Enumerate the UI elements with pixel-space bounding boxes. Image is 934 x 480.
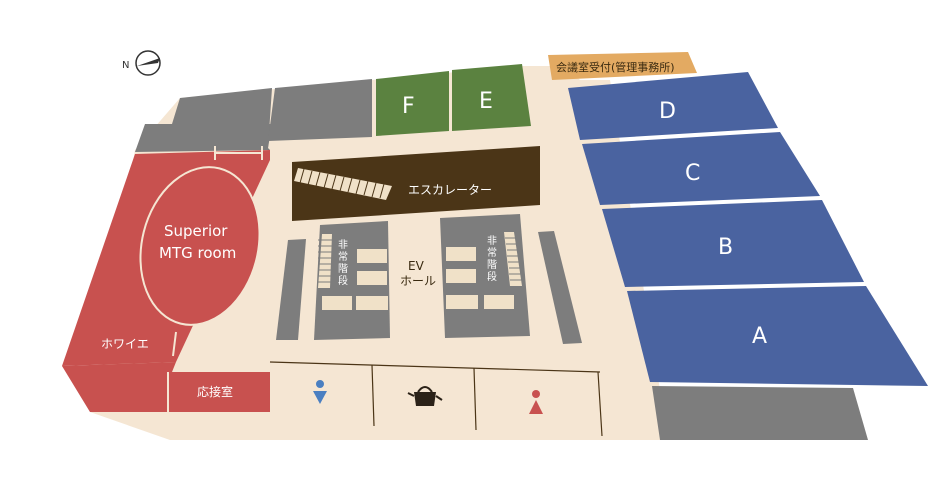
superior-mtg-room[interactable]: [124, 154, 275, 337]
stairs-right-char-2: 常: [487, 246, 497, 259]
room-D-label: D: [659, 99, 676, 124]
elevator-left-3: [322, 296, 352, 310]
room-B-label: B: [718, 235, 733, 260]
room-F[interactable]: [376, 71, 449, 136]
kettle-icon: [407, 386, 443, 406]
room-A[interactable]: [627, 286, 928, 386]
male-toilet-icon: [313, 380, 327, 404]
elevator-right-3: [446, 295, 478, 309]
foyer-lower: [62, 362, 270, 412]
meeting-reception-label: 会議室受付(管理事務所): [556, 60, 675, 74]
room-E-label: E: [479, 89, 493, 114]
female-toilet-icon: [529, 390, 543, 414]
room-B[interactable]: [602, 200, 864, 287]
elevator-left-1: [357, 249, 387, 263]
superior-room-line1: Superior: [164, 222, 228, 240]
elevator-right-4: [484, 295, 514, 309]
pillar-right: [538, 231, 582, 344]
stairs-left-char-1: 非: [338, 239, 348, 251]
stairs-right-char-4: 段: [487, 270, 497, 283]
compass-icon: [135, 50, 161, 76]
room-D[interactable]: [568, 72, 778, 140]
room-F-label: F: [402, 94, 415, 119]
foyer-label: ホワイエ: [101, 337, 149, 351]
reception-room-label: 応接室: [197, 384, 233, 399]
stairs-left-char-3: 階: [338, 263, 348, 275]
elevator-right-2: [446, 269, 476, 283]
elevator-right-1: [446, 247, 476, 261]
room-bottom-right: [652, 386, 868, 440]
pillar-left: [276, 239, 306, 340]
elevator-left-2: [357, 271, 387, 285]
compass-label: N: [122, 60, 129, 71]
stairs-left-icon: [318, 234, 332, 288]
meeting-reception-tag[interactable]: [548, 52, 697, 80]
room-top-left-2: [145, 88, 272, 148]
stairs-right-char-1: 非: [487, 235, 497, 247]
ev-hall-label: ホール: [400, 274, 436, 288]
stairs-right-char-3: 階: [487, 259, 497, 271]
stairs-right-icon: [504, 232, 522, 286]
room-top-left-3: [268, 79, 372, 141]
room-A-label: A: [752, 324, 767, 349]
room-C-label: C: [685, 161, 700, 186]
escalator-label: エスカレーター: [408, 183, 492, 197]
escalator-block: [292, 146, 540, 221]
superior-room-line2: MTG room: [159, 244, 236, 262]
stairs-left-char-4: 段: [338, 274, 348, 287]
ev-label: EV: [408, 259, 425, 273]
room-E[interactable]: [452, 64, 531, 131]
stairs-left-char-2: 常: [338, 250, 348, 263]
room-C[interactable]: [582, 132, 820, 205]
elevator-left-4: [356, 296, 388, 310]
escalator-steps-icon: [294, 168, 392, 200]
bottom-room-dividers: [269, 361, 603, 437]
